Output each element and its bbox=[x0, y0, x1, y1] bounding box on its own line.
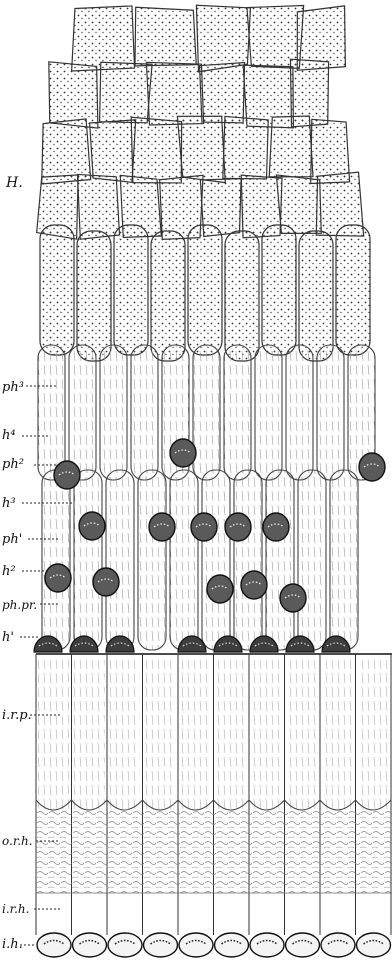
stippled-cell bbox=[177, 116, 225, 182]
stippled-cell bbox=[90, 120, 136, 183]
cell-nucleus bbox=[280, 584, 306, 612]
stippled-cell bbox=[223, 116, 268, 178]
column-cell bbox=[145, 660, 176, 810]
elongated-stippled-cell bbox=[188, 225, 222, 355]
label-h3: h³ bbox=[2, 496, 16, 511]
cell-nucleus bbox=[45, 564, 71, 592]
pale-cell bbox=[170, 470, 198, 650]
cell-nucleus bbox=[93, 568, 119, 596]
stippled-cell bbox=[131, 117, 181, 183]
column-cell bbox=[358, 660, 389, 810]
stippled-cell bbox=[200, 63, 245, 123]
elongated-stippled-cell bbox=[336, 225, 370, 355]
label-ph1: ph' bbox=[2, 532, 22, 547]
cell-nucleus bbox=[263, 513, 289, 541]
cell-nucleus bbox=[54, 461, 80, 489]
pale-cell bbox=[266, 470, 294, 650]
label-irp: i.r.p. bbox=[2, 708, 32, 723]
cell-nucleus bbox=[359, 453, 385, 481]
elongated-cell-layer bbox=[34, 345, 385, 652]
stippled-cell bbox=[42, 119, 91, 184]
basal-oval-cell bbox=[215, 933, 249, 957]
fibrous-band bbox=[36, 808, 392, 893]
basal-oval-cell bbox=[179, 933, 213, 957]
basal-oval-cell bbox=[73, 933, 107, 957]
pale-cell bbox=[106, 470, 134, 650]
column-cell bbox=[216, 660, 247, 810]
column-cell bbox=[109, 660, 140, 810]
pale-cell bbox=[234, 470, 262, 650]
cell-nucleus bbox=[170, 439, 196, 467]
stippled-cell bbox=[135, 7, 196, 66]
cell-nucleus bbox=[191, 513, 217, 541]
pale-cell bbox=[138, 470, 166, 650]
cell-nucleus bbox=[79, 512, 105, 540]
basal-oval-cell bbox=[37, 933, 71, 957]
stippled-cell bbox=[77, 174, 119, 239]
pale-cell bbox=[69, 345, 96, 480]
elongated-stippled-cell bbox=[114, 225, 148, 355]
basal-oval-cell bbox=[321, 933, 355, 957]
column-cell bbox=[287, 660, 318, 810]
pale-cell bbox=[298, 470, 326, 650]
label-ph3: ph³ bbox=[2, 380, 24, 395]
label-orh: o.r.h. bbox=[2, 834, 33, 848]
pale-cell bbox=[42, 470, 70, 650]
pale-cell bbox=[317, 345, 344, 480]
stippled-cell bbox=[269, 116, 313, 177]
elongated-stippled-cell bbox=[40, 225, 74, 355]
stippled-cell bbox=[100, 62, 152, 123]
stippled-cell bbox=[196, 5, 250, 71]
cell-nucleus bbox=[225, 513, 251, 541]
column-cell bbox=[38, 660, 69, 810]
label-irh: i.r.h. bbox=[2, 902, 29, 916]
pale-cell bbox=[202, 470, 230, 650]
pale-cell bbox=[100, 345, 127, 480]
pale-cell bbox=[255, 345, 282, 480]
label-h4: h⁴ bbox=[2, 428, 16, 443]
cell-nucleus bbox=[149, 513, 175, 541]
pale-cell bbox=[330, 470, 358, 650]
elongated-stippled-cell bbox=[262, 225, 296, 355]
stippled-cell bbox=[49, 62, 98, 128]
pale-cell bbox=[286, 345, 313, 480]
cell-nucleus bbox=[241, 571, 267, 599]
cell-nucleus bbox=[207, 575, 233, 603]
elongated-stippled-cell bbox=[299, 231, 333, 361]
basal-oval-cell bbox=[250, 933, 284, 957]
label-H: H. bbox=[6, 175, 23, 191]
pale-cell bbox=[74, 470, 102, 650]
label-ih: i.h. bbox=[2, 937, 23, 952]
basal-oval-cell bbox=[144, 933, 178, 957]
stippled-cell-mass bbox=[37, 5, 370, 361]
stippled-cell bbox=[146, 62, 203, 125]
elongated-stippled-cell bbox=[151, 231, 185, 361]
column-cell bbox=[180, 660, 211, 810]
pale-cell bbox=[193, 345, 220, 480]
label-ph2: ph² bbox=[2, 457, 24, 472]
column-cell bbox=[251, 660, 282, 810]
elongated-stippled-cell bbox=[225, 231, 259, 361]
pale-cell bbox=[224, 345, 251, 480]
column-cell bbox=[322, 660, 353, 810]
pale-cell bbox=[131, 345, 158, 480]
column-cell bbox=[74, 660, 105, 810]
pale-cell bbox=[38, 345, 65, 480]
basal-oval-cell bbox=[108, 933, 142, 957]
stippled-cell bbox=[72, 6, 135, 71]
basal-oval-cell bbox=[357, 933, 391, 957]
label-phpr: ph.pr. bbox=[2, 598, 37, 612]
label-h2: h² bbox=[2, 564, 16, 579]
label-h1: h' bbox=[2, 630, 14, 645]
elongated-stippled-cell bbox=[77, 231, 111, 361]
basal-oval-cell bbox=[286, 933, 320, 957]
